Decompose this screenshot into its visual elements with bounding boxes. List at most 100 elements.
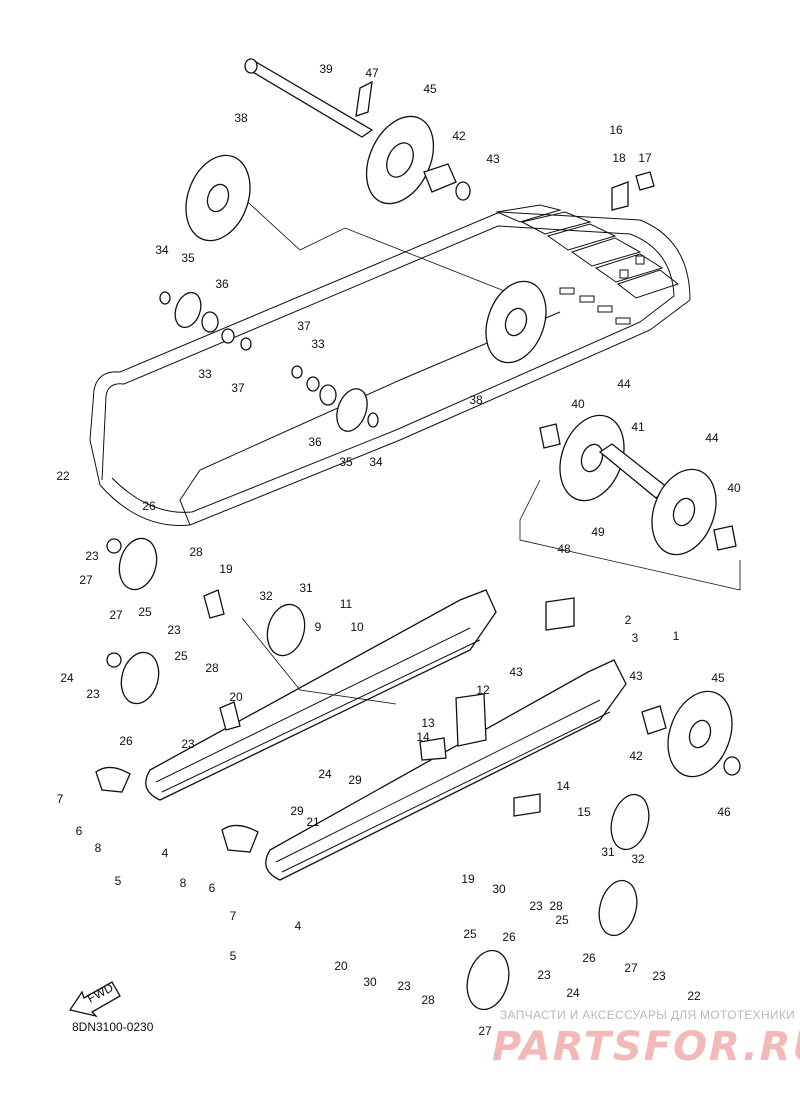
callout-26: 26 (142, 499, 156, 513)
callout-4: 4 (162, 846, 169, 860)
callout-26: 26 (582, 951, 596, 965)
callout-24: 24 (60, 671, 74, 685)
right-rollers (419, 597, 741, 1011)
callout-6: 6 (76, 824, 83, 838)
callout-26: 26 (502, 930, 516, 944)
callout-30: 30 (492, 882, 506, 896)
callout-25: 25 (174, 649, 188, 663)
callout-23: 23 (85, 549, 99, 563)
callout-38: 38 (234, 111, 248, 125)
callout-9: 9 (315, 620, 322, 634)
callout-49: 49 (591, 525, 605, 539)
callout-1: 1 (673, 629, 680, 643)
callout-39: 39 (319, 62, 333, 76)
callout-23: 23 (529, 899, 543, 913)
idler-wheels (159, 280, 547, 432)
callout-27: 27 (478, 1024, 492, 1038)
callout-40: 40 (727, 481, 741, 495)
callout-22: 22 (687, 989, 701, 1003)
callout-5: 5 (230, 949, 237, 963)
callout-45: 45 (423, 82, 437, 96)
callout-21: 21 (306, 815, 320, 829)
callout-12: 12 (476, 683, 490, 697)
callout-15: 15 (577, 805, 591, 819)
callout-27: 27 (109, 608, 123, 622)
callout-11: 11 (340, 597, 353, 611)
callout-8: 8 (180, 876, 187, 890)
callout-4: 4 (295, 919, 302, 933)
callout-37: 37 (231, 381, 245, 395)
callout-40: 40 (571, 397, 585, 411)
callout-18: 18 (612, 151, 626, 165)
slide-rails (145, 589, 627, 881)
callout-24: 24 (318, 767, 332, 781)
callout-33: 33 (311, 337, 325, 351)
callout-30: 30 (363, 975, 377, 989)
callout-25: 25 (463, 927, 477, 941)
callout-20: 20 (334, 959, 348, 973)
callout-28: 28 (549, 899, 563, 913)
callout-36: 36 (215, 277, 229, 291)
callout-33: 33 (198, 367, 212, 381)
callout-43: 43 (629, 669, 643, 683)
callout-23: 23 (397, 979, 411, 993)
callout-27: 27 (79, 573, 93, 587)
callout-32: 32 (259, 589, 273, 603)
callout-29: 29 (348, 773, 362, 787)
callout-25: 25 (555, 913, 569, 927)
callout-37: 37 (297, 319, 311, 333)
callout-3: 3 (632, 631, 639, 645)
callout-19: 19 (461, 872, 475, 886)
callout-42: 42 (629, 749, 643, 763)
callout-23: 23 (181, 737, 195, 751)
callout-13: 13 (421, 716, 435, 730)
callout-38: 38 (469, 393, 483, 407)
callout-23: 23 (652, 969, 666, 983)
rear-axle-assembly (519, 414, 741, 591)
callout-41: 41 (631, 420, 645, 434)
watermark-text: ЗАПЧАСТИ И АКСЕССУАРЫ ДЛЯ МОТОТЕХНИКИ (500, 1008, 796, 1022)
top-shaft-assembly (185, 58, 655, 242)
callout-35: 35 (339, 455, 353, 469)
callout-24: 24 (566, 986, 580, 1000)
callout-2: 2 (625, 613, 632, 627)
callout-42: 42 (452, 129, 466, 143)
callout-32: 32 (631, 852, 645, 866)
callout-45: 45 (711, 671, 725, 685)
callout-44: 44 (617, 377, 631, 391)
callout-28: 28 (421, 993, 435, 1007)
callout-8: 8 (95, 841, 102, 855)
callout-43: 43 (509, 665, 523, 679)
fwd-arrow: FWD (68, 980, 121, 1018)
callout-28: 28 (189, 545, 203, 559)
callout-26: 26 (119, 734, 133, 748)
callout-25: 25 (138, 605, 152, 619)
callout-23: 23 (86, 687, 100, 701)
callout-43: 43 (486, 152, 500, 166)
callout-16: 16 (609, 123, 623, 137)
callout-22: 22 (56, 469, 70, 483)
callout-17: 17 (638, 151, 652, 165)
callout-34: 34 (369, 455, 383, 469)
track-lugs (495, 204, 680, 325)
callout-36: 36 (308, 435, 322, 449)
callout-7: 7 (57, 792, 64, 806)
callout-20: 20 (229, 690, 243, 704)
callout-44: 44 (705, 431, 719, 445)
callout-14: 14 (556, 779, 570, 793)
callout-47: 47 (365, 66, 379, 80)
callout-14: 14 (416, 730, 430, 744)
callout-46: 46 (717, 805, 731, 819)
callout-31: 31 (601, 845, 615, 859)
callout-5: 5 (115, 874, 122, 888)
callout-34: 34 (155, 243, 169, 257)
callout-10: 10 (350, 620, 364, 634)
callout-23: 23 (537, 968, 551, 982)
callout-31: 31 (299, 581, 313, 595)
watermark-logo: PARTSFOR.RU (492, 1024, 800, 1070)
callout-6: 6 (209, 881, 216, 895)
callout-28: 28 (205, 661, 219, 675)
track-belt (89, 194, 691, 526)
